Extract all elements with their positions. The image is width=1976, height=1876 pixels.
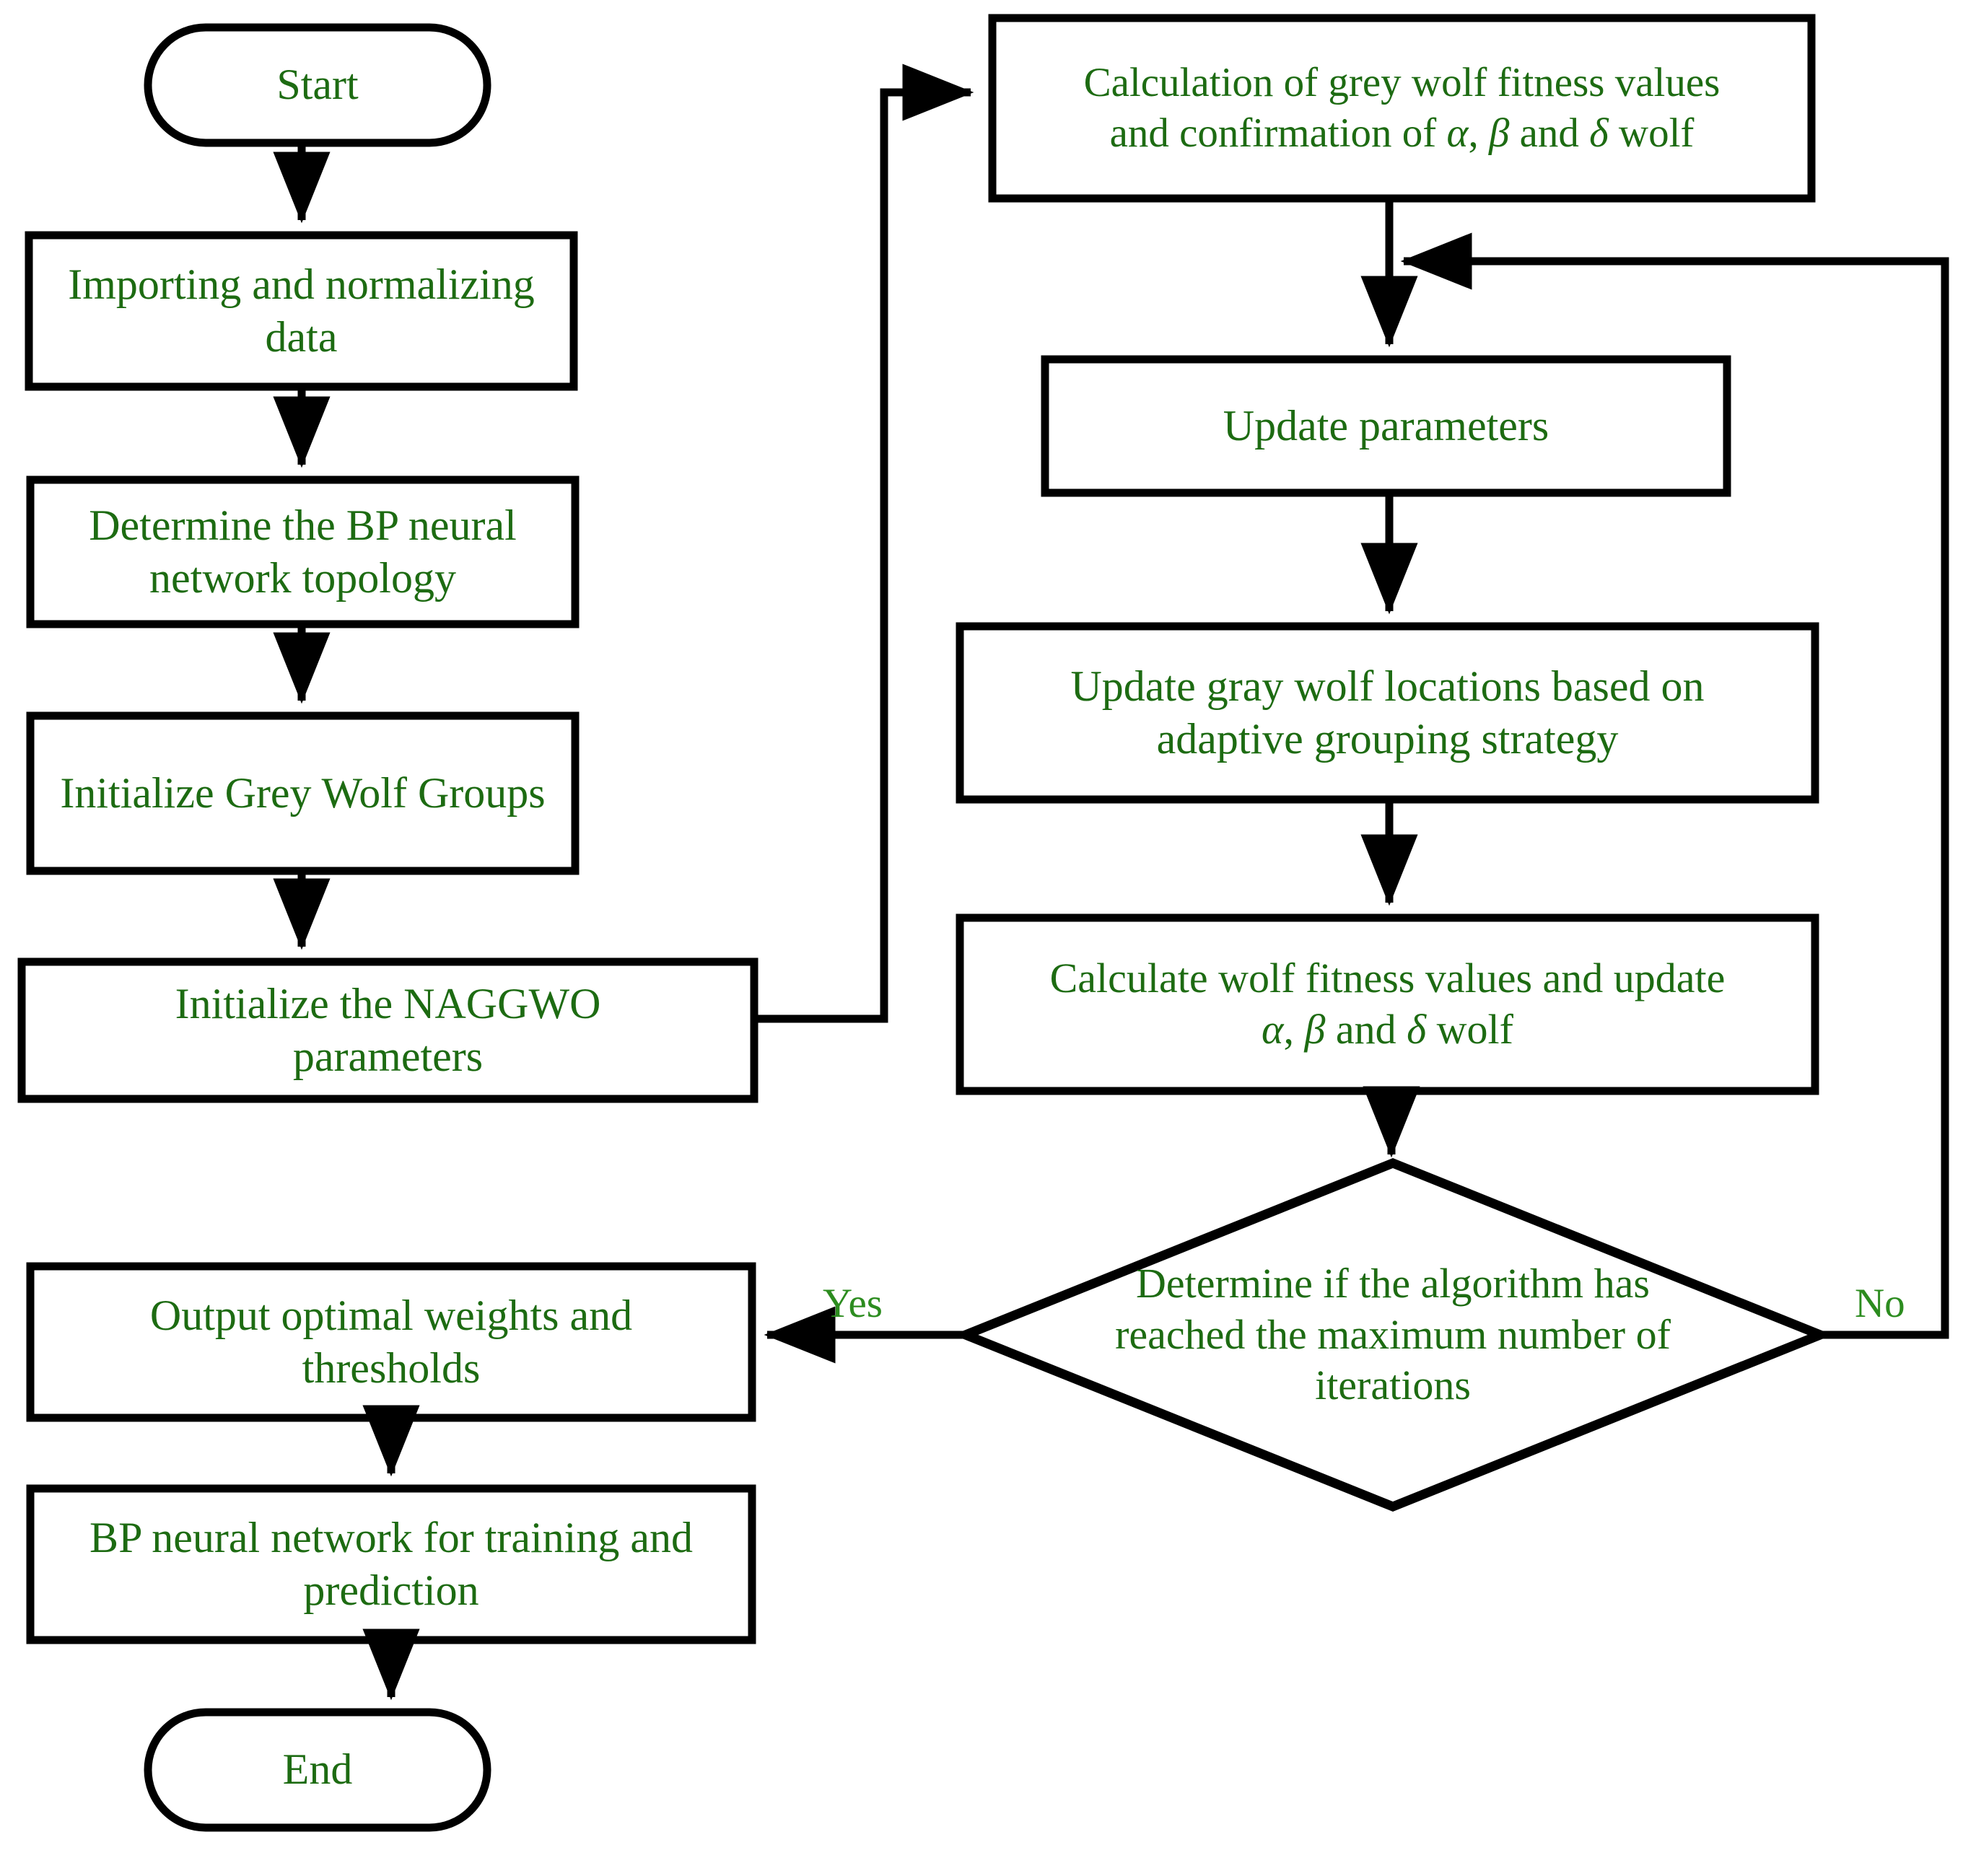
node-start-shape[interactable]: [144, 23, 491, 147]
node-import-shape[interactable]: [25, 231, 578, 391]
node-calc-fitness-shape[interactable]: [988, 14, 1816, 203]
edge-decision-no-loopback: [1400, 232, 1949, 1339]
node-topology-shape[interactable]: [26, 475, 580, 628]
node-output-shape[interactable]: [26, 1262, 756, 1422]
edge-label-no: No: [1855, 1281, 1905, 1326]
edge-init-params-to-calc-fitness: [754, 63, 974, 1023]
node-end-shape[interactable]: [144, 1708, 491, 1832]
node-init-groups-shape[interactable]: [26, 711, 580, 875]
node-calc-update-shape[interactable]: [956, 913, 1819, 1095]
node-bp-train-shape[interactable]: [26, 1484, 756, 1644]
node-update-loc-shape[interactable]: [956, 622, 1819, 804]
node-decision-shape[interactable]: [953, 1157, 1833, 1512]
node-update-params-shape[interactable]: [1041, 355, 1731, 497]
edge-label-yes: Yes: [823, 1281, 883, 1326]
node-init-params-shape[interactable]: [17, 957, 759, 1103]
